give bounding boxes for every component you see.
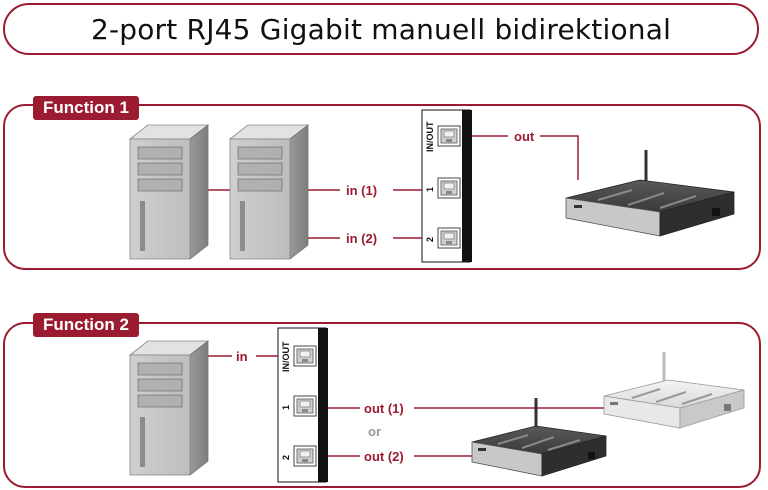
rj45-port-icon [437,227,461,249]
router-icon [471,398,607,477]
function2-tab: Function 2 [33,313,139,337]
computer-tower-icon [129,340,209,476]
label-in2: in (2) [346,231,377,246]
label-out1: out (1) [364,401,404,416]
port-label-2: 2 [425,237,435,242]
router-icon [603,352,745,429]
label-out: out [514,129,535,144]
function2-panel [3,322,761,488]
network-switch-icon: IN/OUT 1 2 [421,109,472,263]
function1-panel [3,104,761,270]
computer-tower-icon [129,124,209,260]
rj45-port-icon [437,125,461,147]
port-label-1: 1 [425,187,435,192]
rj45-port-icon [293,345,317,367]
rj45-port-icon [293,445,317,467]
port-label-1: 1 [281,405,291,410]
network-switch-icon: IN/OUT 1 2 [277,327,328,483]
port-label-inout: IN/OUT [281,341,291,372]
label-out2: out (2) [364,449,404,464]
port-label-2: 2 [281,455,291,460]
label-in1: in (1) [346,183,377,198]
rj45-port-icon [293,395,317,417]
link-out-right [540,135,579,180]
computer-tower-icon [229,124,309,260]
title-box: 2-port RJ45 Gigabit manuell bidirektiona… [3,3,759,55]
router-icon [565,150,735,237]
rj45-port-icon [437,177,461,199]
port-label-inout: IN/OUT [425,121,435,152]
label-in: in [236,349,248,364]
page-title: 2-port RJ45 Gigabit manuell bidirektiona… [90,12,672,46]
label-or: or [368,424,381,439]
function1-tab: Function 1 [33,96,139,120]
